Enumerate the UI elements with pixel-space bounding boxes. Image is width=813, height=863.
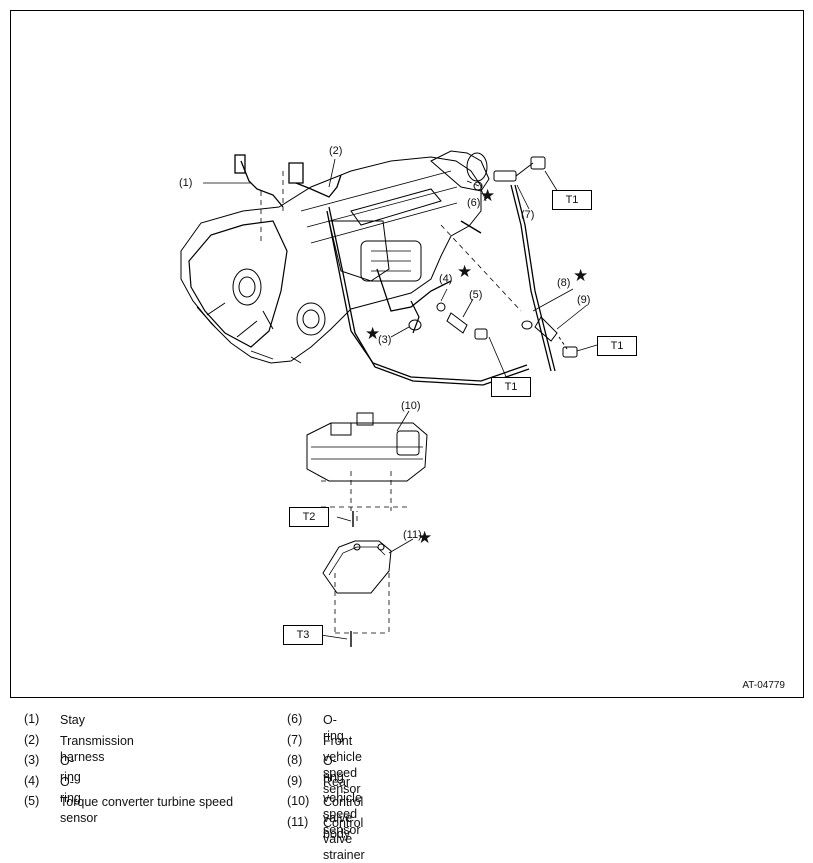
torque-label-t1-bottom: T1	[491, 377, 531, 397]
star-8-icon: ★	[573, 266, 589, 285]
star-11-icon: ★	[417, 528, 433, 547]
callout-1: (1)	[179, 177, 193, 189]
torque-label-t1-top: T1	[552, 190, 592, 210]
transmission-housing	[180, 150, 490, 364]
leader-lines	[203, 158, 598, 640]
star-3-icon: ★	[365, 324, 381, 343]
torque-label-t1-right: T1	[597, 336, 637, 356]
parts-legend: (1) Stay (2) Transmission harness (3) O-…	[24, 712, 365, 862]
callout-5: (5)	[469, 289, 483, 301]
assembly-lines	[260, 171, 522, 634]
diagram-frame: (1) (2) (3) (4) (5) (6) (7) (8) (9) (10)…	[10, 10, 804, 698]
torque-label-t2: T2	[289, 507, 329, 527]
control-valve-body-drawing	[306, 412, 428, 527]
callout-10: (10)	[401, 400, 421, 412]
callout-9: (9)	[577, 294, 591, 306]
exploded-view-drawing	[180, 150, 598, 647]
figure-id: AT-04779	[742, 680, 785, 691]
star-4-icon: ★	[457, 262, 473, 281]
rear-speed-sensor-drawing	[521, 316, 578, 358]
torque-label-t3: T3	[283, 625, 323, 645]
callout-4: (4)	[439, 273, 453, 285]
front-speed-sensor-drawing	[460, 156, 546, 234]
callout-7: (7)	[521, 209, 535, 221]
transmission-harness-drawing	[234, 154, 556, 386]
callout-11: (11)	[403, 529, 422, 541]
callout-6: (6)	[467, 197, 481, 209]
callout-3: (3)	[378, 334, 392, 346]
callout-8: (8)	[557, 277, 571, 289]
control-valve-strainer-drawing	[322, 540, 392, 647]
turbine-sensor-drawing	[408, 300, 488, 340]
star-6-icon: ★	[480, 186, 496, 205]
callout-2: (2)	[329, 145, 343, 157]
